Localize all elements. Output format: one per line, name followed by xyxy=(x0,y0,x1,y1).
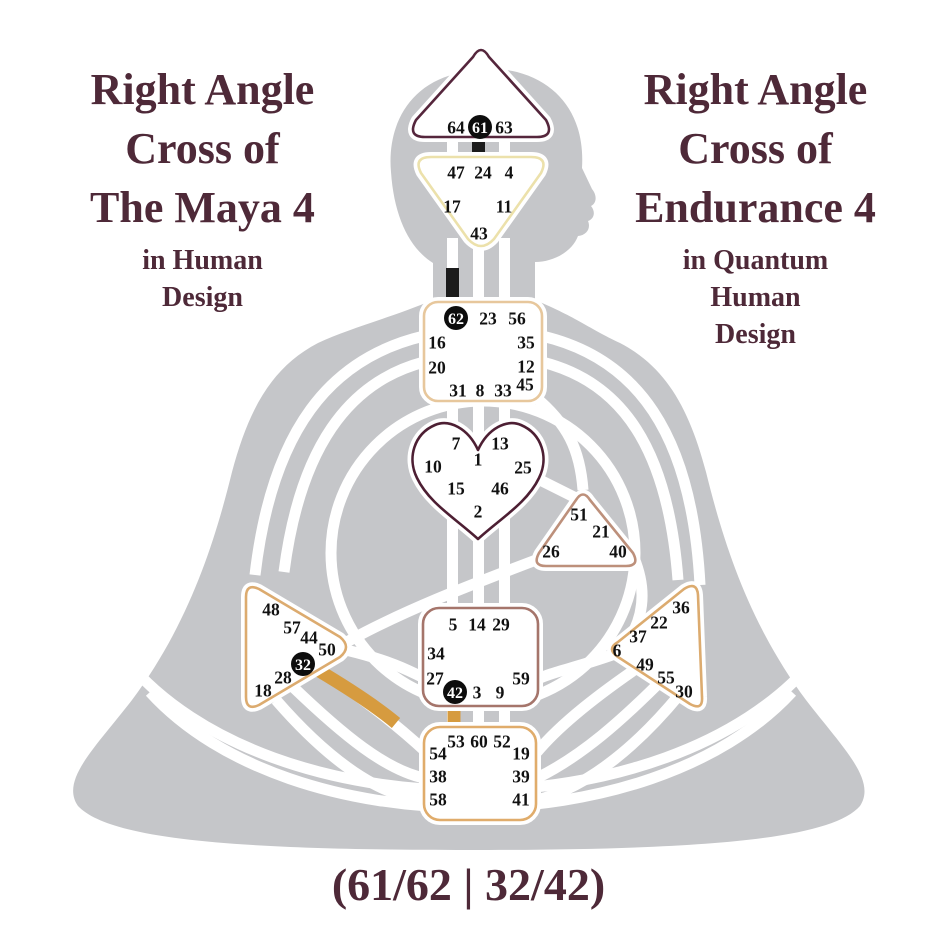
gate-46: 46 xyxy=(491,478,509,498)
gate-7: 7 xyxy=(452,433,461,453)
right-subtitle-line-1: in Quantum xyxy=(682,245,829,276)
gate-64: 64 xyxy=(447,117,465,137)
gate-21: 21 xyxy=(592,521,610,541)
gate-57: 57 xyxy=(283,617,301,637)
gate-44: 44 xyxy=(300,627,318,647)
gate-62-filled-marker xyxy=(444,306,468,330)
gate-6: 6 xyxy=(613,640,622,660)
channel-32-54-highlight xyxy=(312,663,401,729)
right-title-line-3: Endurance 4 xyxy=(635,183,876,232)
gate-51: 51 xyxy=(570,504,588,524)
gate-29: 29 xyxy=(492,614,510,634)
gate-54: 54 xyxy=(429,743,447,763)
gate-13: 13 xyxy=(491,433,509,453)
gate-30: 30 xyxy=(675,681,693,701)
gate-18: 18 xyxy=(254,680,272,700)
gate-63: 63 xyxy=(495,117,513,137)
left-title-line-2: Cross of xyxy=(125,124,280,173)
gate-27: 27 xyxy=(426,668,444,688)
gate-45: 45 xyxy=(516,374,534,394)
gate-11: 11 xyxy=(496,196,513,216)
left-title: Right Angle Cross of The Maya 4 in Human… xyxy=(30,60,375,316)
gate-15: 15 xyxy=(447,478,465,498)
gate-5: 5 xyxy=(449,614,458,634)
gate-2: 2 xyxy=(474,501,483,521)
gate-16: 16 xyxy=(428,332,446,352)
gate-1: 1 xyxy=(474,449,483,469)
gate-26: 26 xyxy=(542,541,560,561)
right-subtitle-line-2: Human xyxy=(710,282,801,313)
gate-47: 47 xyxy=(447,162,465,182)
gate-61-filled-marker xyxy=(468,115,492,139)
gate-48: 48 xyxy=(262,599,280,619)
gate-42-filled-marker xyxy=(443,680,467,704)
right-title-line-1: Right Angle xyxy=(643,65,868,114)
gate-61: 61 xyxy=(472,120,488,137)
gate-52: 52 xyxy=(493,731,511,751)
gate-19: 19 xyxy=(512,743,530,763)
gate-24: 24 xyxy=(474,162,492,182)
gate-31: 31 xyxy=(449,380,467,400)
gate-56: 56 xyxy=(508,308,526,328)
gate-3: 3 xyxy=(473,682,482,702)
left-subtitle-line-1: in Human xyxy=(142,245,263,276)
gate-50: 50 xyxy=(318,639,336,659)
gate-4: 4 xyxy=(505,162,514,182)
gate-22: 22 xyxy=(650,612,668,632)
gate-23: 23 xyxy=(479,308,497,328)
gate-53: 53 xyxy=(447,731,465,751)
right-title-line-2: Cross of xyxy=(678,124,833,173)
gate-33: 33 xyxy=(494,380,512,400)
gate-40: 40 xyxy=(609,541,627,561)
gate-32-filled-marker xyxy=(291,652,315,676)
gate-38: 38 xyxy=(429,766,447,786)
gate-14: 14 xyxy=(468,614,486,634)
gate-10: 10 xyxy=(424,456,442,476)
right-title: Right Angle Cross of Endurance 4 in Quan… xyxy=(588,60,923,353)
gate-28: 28 xyxy=(274,667,292,687)
gate-36: 36 xyxy=(672,597,690,617)
gate-17: 17 xyxy=(443,196,461,216)
gate-62: 62 xyxy=(448,311,464,328)
gate-20: 20 xyxy=(428,357,446,377)
gate-9: 9 xyxy=(496,682,505,702)
gate-43: 43 xyxy=(470,223,488,243)
gate-55: 55 xyxy=(657,667,675,687)
gate-12: 12 xyxy=(517,356,535,376)
gate-59: 59 xyxy=(512,668,530,688)
cross-notation: (61/62 | 32/42) xyxy=(331,859,606,910)
gate-60: 60 xyxy=(470,731,488,751)
left-subtitle-line-2: Design xyxy=(162,282,243,313)
gate-32: 32 xyxy=(295,657,311,674)
gate-58: 58 xyxy=(429,789,447,809)
gate-39: 39 xyxy=(512,766,530,786)
gate-62-activation-bar xyxy=(446,268,459,304)
left-title-line-3: The Maya 4 xyxy=(90,183,315,232)
gate-37: 37 xyxy=(629,626,647,646)
gate-35: 35 xyxy=(517,332,535,352)
right-subtitle-line-3: Design xyxy=(715,319,796,350)
gate-8: 8 xyxy=(476,380,485,400)
left-title-line-1: Right Angle xyxy=(90,65,315,114)
gate-41: 41 xyxy=(512,789,530,809)
gate-34: 34 xyxy=(427,643,445,663)
gate-49: 49 xyxy=(636,654,654,674)
gate-25: 25 xyxy=(514,457,532,477)
gate-42: 42 xyxy=(447,685,463,702)
